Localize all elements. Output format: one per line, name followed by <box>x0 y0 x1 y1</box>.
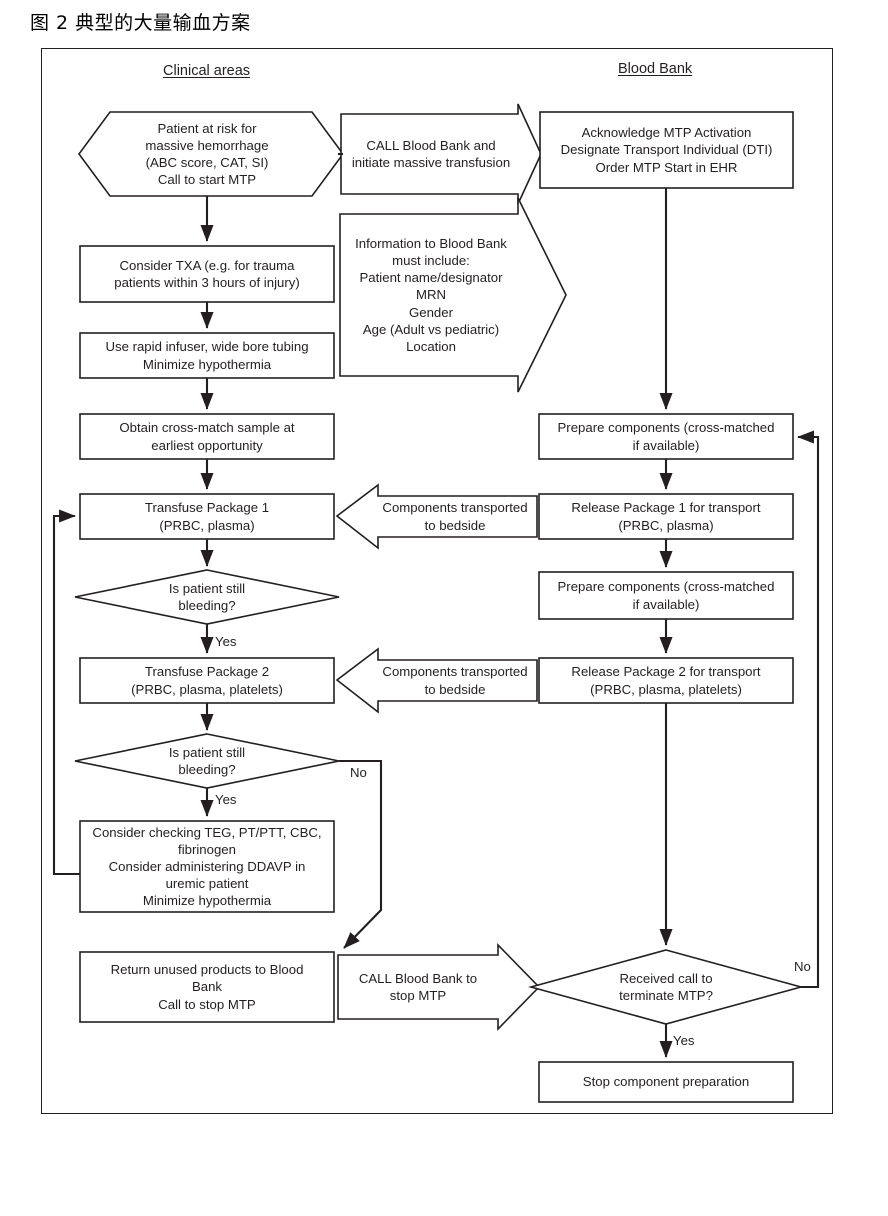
node-n3-shape <box>539 111 794 189</box>
node-n10-shape <box>335 483 538 550</box>
node-n17-shape <box>74 733 340 789</box>
edge-label-no-bleeding-2: No <box>350 765 367 780</box>
node-n15-shape <box>335 647 538 714</box>
node-n11-shape <box>538 493 794 540</box>
node-n8-shape <box>538 413 794 460</box>
node-n16-shape <box>538 657 794 704</box>
edge-label-yes-bleeding-1: Yes <box>215 634 237 649</box>
node-n2-shape <box>340 103 542 205</box>
column-heading-clinical-areas: Clinical areas <box>163 63 251 79</box>
column-heading-blood-bank: Blood Bank <box>618 61 693 77</box>
node-n22-shape <box>538 1061 794 1103</box>
edge-label-no-terminate: No <box>794 959 811 974</box>
edge-label-yes-bleeding-2: Yes <box>215 792 237 807</box>
node-n18-shape <box>79 820 335 913</box>
node-n14-shape <box>79 657 335 704</box>
edge-n17-n19-no <box>339 759 383 949</box>
node-n1-shape <box>78 111 344 197</box>
edge-n18-n9-loop <box>52 509 80 876</box>
node-n7-shape <box>79 413 335 460</box>
node-n9-shape <box>79 493 335 540</box>
node-n20-shape <box>337 943 541 1031</box>
node-n21-shape <box>527 949 805 1025</box>
node-n5-shape <box>339 197 567 393</box>
node-n13-shape <box>538 571 794 620</box>
figure-caption: 图 2 典型的大量输血方案 <box>30 12 251 34</box>
node-n12-shape <box>74 569 340 625</box>
node-n19-shape <box>79 951 335 1023</box>
edge-n21-n8-loop <box>797 430 820 989</box>
node-n6-shape <box>79 332 335 379</box>
edge-label-yes-terminate: Yes <box>673 1033 695 1048</box>
node-n4-shape <box>79 245 335 303</box>
